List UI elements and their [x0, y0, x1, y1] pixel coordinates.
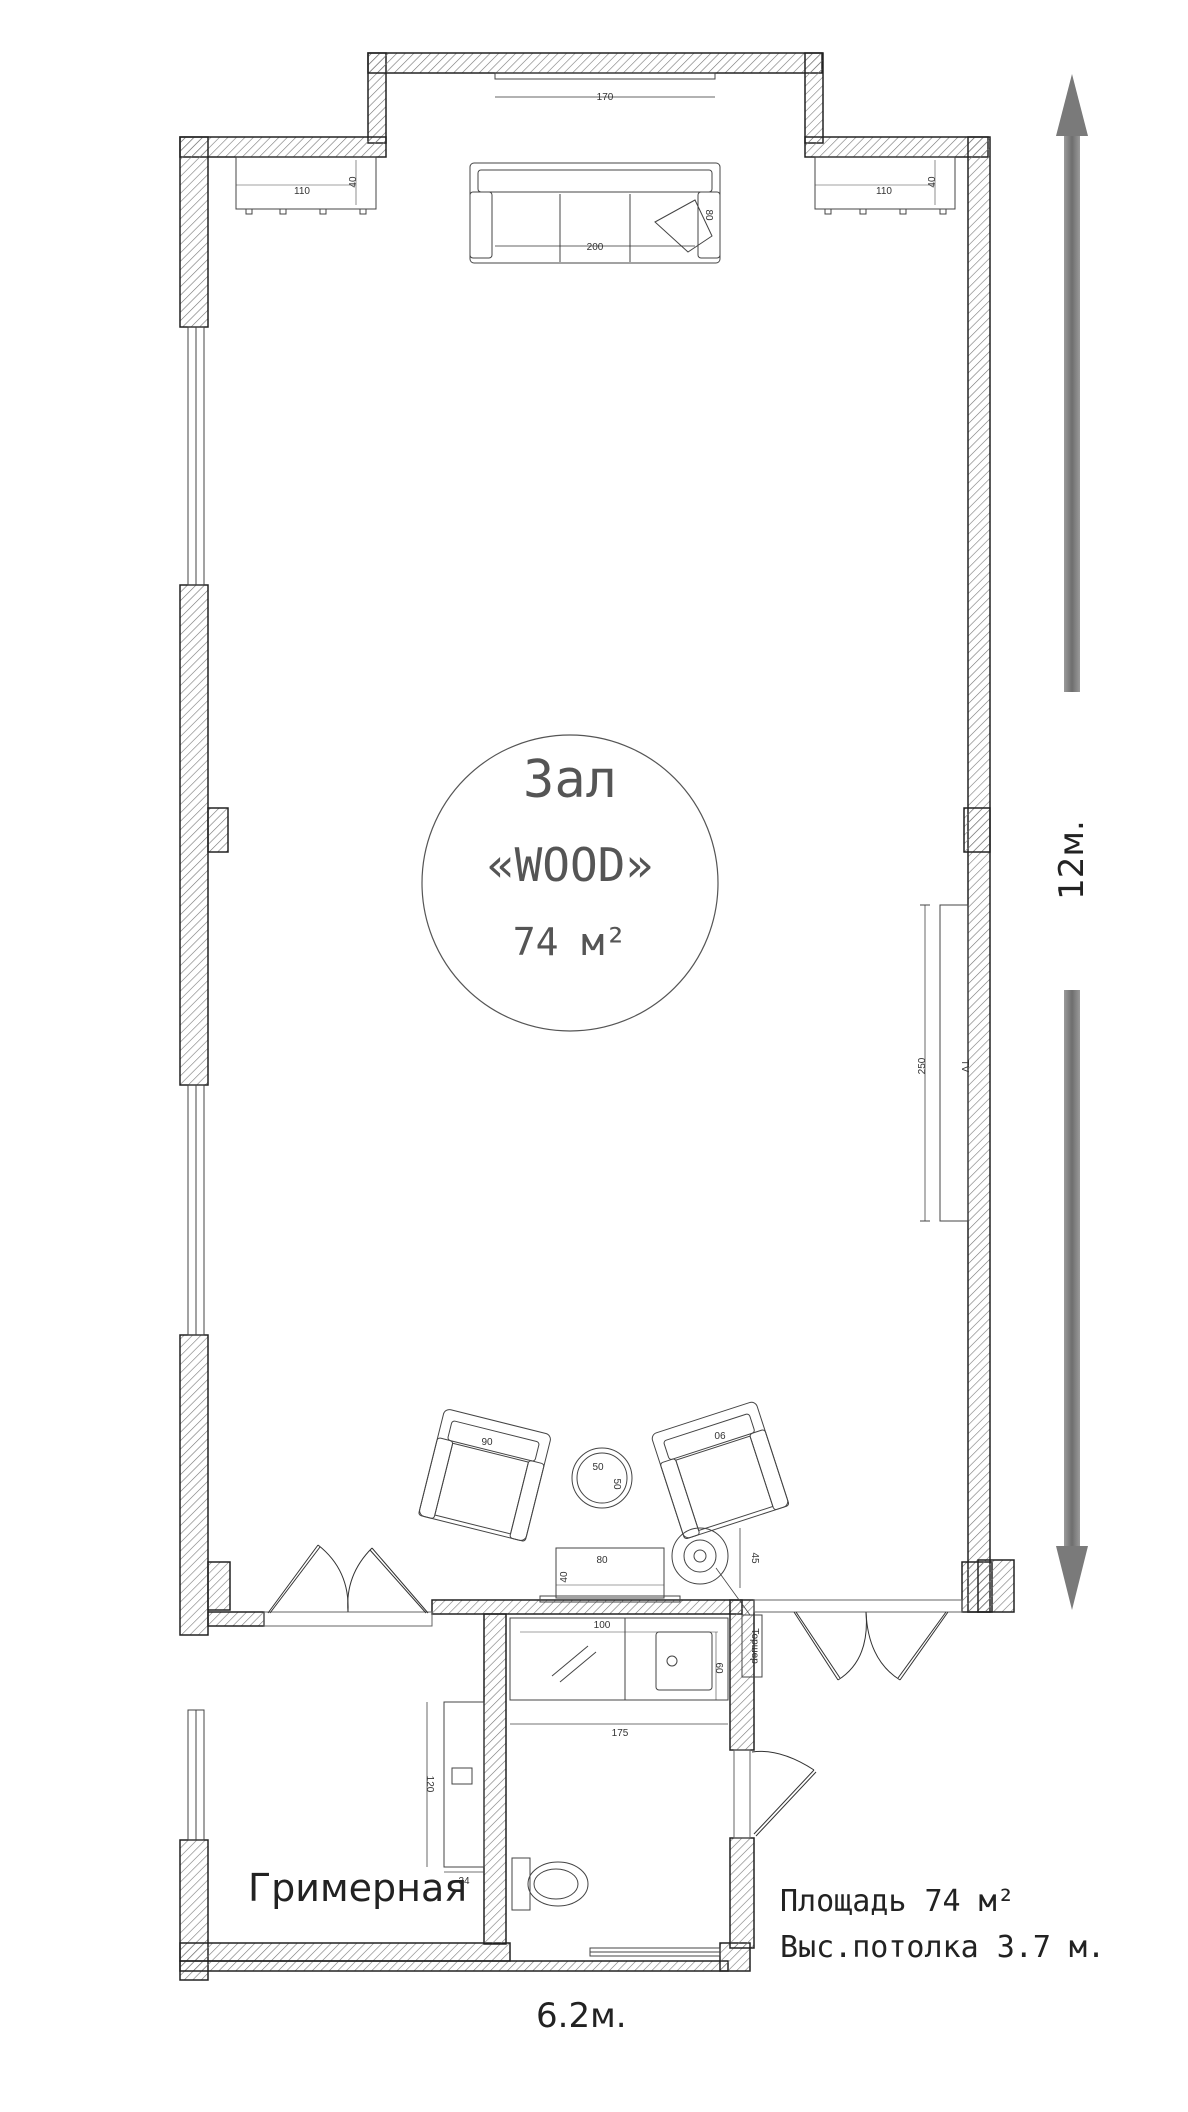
dim-cabinet-left-w: 110	[294, 186, 310, 197]
torsher-label: Торшер	[749, 1628, 760, 1664]
dim-armchair-right: 90	[714, 1429, 726, 1440]
dim-cabinet-left-d: 40	[348, 176, 359, 188]
floor-lamp	[671, 1527, 741, 1588]
torsher	[715, 1567, 763, 1678]
tv-label: TV	[959, 1060, 970, 1073]
dim-bench-d: 40	[559, 1571, 570, 1583]
toilet	[511, 1857, 589, 1911]
bath-counter	[509, 1617, 729, 1725]
door-dressing	[263, 1544, 433, 1627]
dim-mirror-h: 120	[424, 1776, 435, 1793]
dim-bath-w: 175	[612, 1728, 629, 1739]
outer-walls	[179, 52, 991, 1981]
armchair-right	[651, 1401, 790, 1540]
dim-cabinet-right-d: 40	[927, 176, 938, 188]
dim-cabinet-right-w: 110	[876, 186, 892, 197]
side-table	[571, 1447, 633, 1509]
dim-bench-w: 80	[596, 1555, 608, 1566]
dim-sink-d: 60	[713, 1662, 724, 1674]
pilasters	[207, 807, 1015, 1613]
cabinet-left	[235, 156, 377, 215]
dim-lamp: 45	[749, 1552, 760, 1564]
hall-title: Зал	[523, 750, 617, 810]
dim-counter-w: 100	[594, 1620, 611, 1631]
length-arrows	[1056, 74, 1088, 1610]
dim-width-label: 6.2м.	[536, 1996, 627, 2036]
left-windows	[187, 326, 205, 1841]
dressing-mirror	[426, 1701, 485, 1873]
top-window	[494, 72, 716, 80]
dim-length-label: 12м.	[1051, 820, 1092, 900]
bench	[539, 1547, 681, 1603]
dim-armchair-left: 90	[481, 1437, 493, 1448]
hall-circle	[421, 734, 719, 1032]
interior-walls	[207, 1599, 755, 1949]
hall-name: «WOOD»	[486, 838, 654, 892]
dim-table-d: 50	[611, 1478, 622, 1490]
sofa	[469, 162, 721, 264]
cabinet-right	[814, 156, 956, 215]
tv-unit	[920, 904, 969, 1222]
dim-mirror-d: 34	[458, 1876, 470, 1887]
dim-sofa-d: 80	[703, 209, 714, 221]
dressing-room-label: Гримерная	[248, 1866, 468, 1910]
info-ceiling: Выс.потолка 3.7 м.	[780, 1930, 1106, 1965]
dim-window-top: 170	[597, 92, 614, 103]
bottom-window	[589, 1947, 721, 1957]
door-right	[753, 1599, 963, 1681]
dim-table-w: 50	[592, 1462, 604, 1473]
door-bath	[733, 1749, 817, 1839]
dim-tv: 250	[917, 1057, 928, 1074]
dim-sofa-w: 200	[587, 242, 604, 253]
info-area: Площадь 74 м²	[780, 1884, 1015, 1919]
armchair-left	[418, 1409, 551, 1542]
hall-area: 74 м²	[512, 920, 628, 964]
